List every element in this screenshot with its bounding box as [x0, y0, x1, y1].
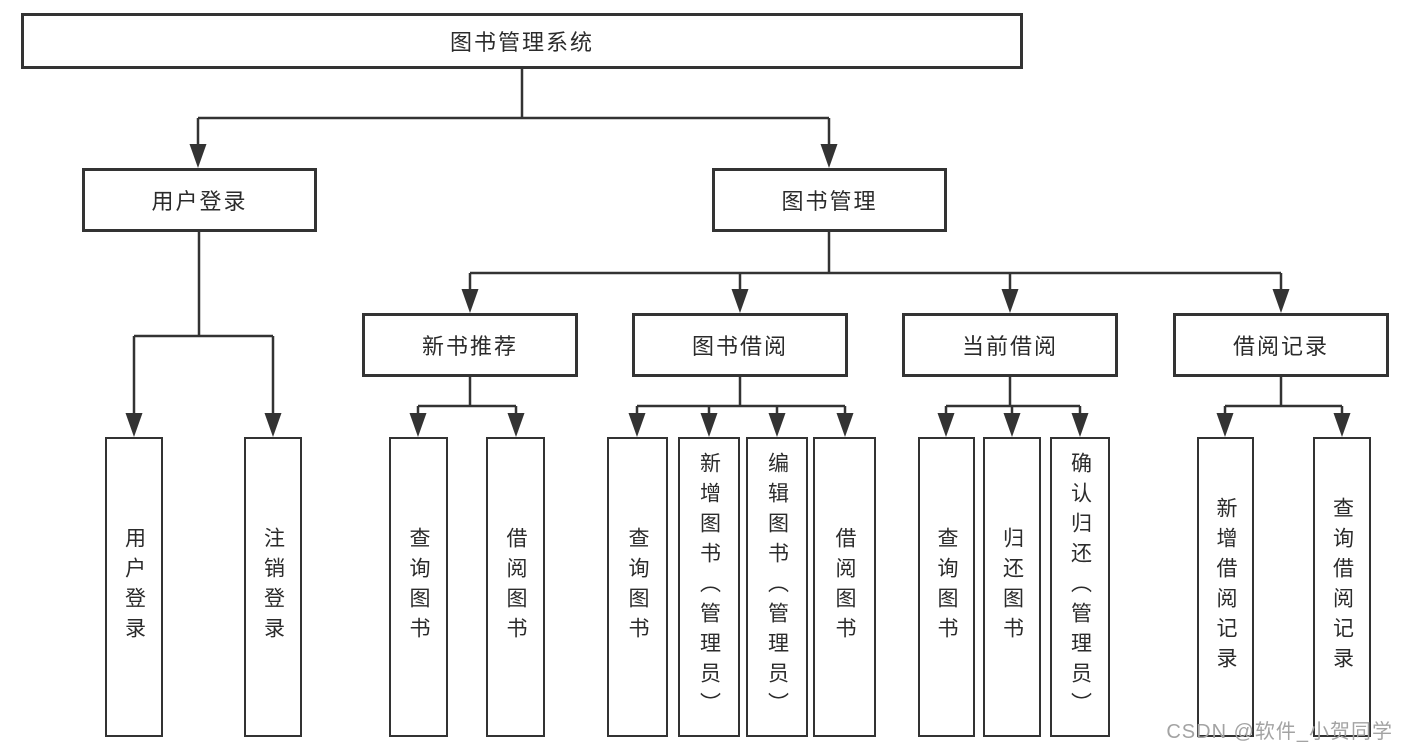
leaf-add-book-admin-label: 新增图书（管理员） — [697, 452, 721, 722]
leaf-query-books-current: 查询图书 — [918, 437, 975, 737]
leaf-confirm-return-admin-label: 确认归还（管理员） — [1068, 452, 1092, 722]
leaf-edit-book-admin: 编辑图书（管理员） — [746, 437, 808, 737]
node-new-book-recommend: 新书推荐 — [362, 313, 578, 377]
leaf-query-books-current-label: 查询图书 — [935, 527, 959, 647]
node-current-borrowing: 当前借阅 — [902, 313, 1118, 377]
leaf-add-borrow-record: 新增借阅记录 — [1197, 437, 1254, 737]
leaf-confirm-return-admin: 确认归还（管理员） — [1050, 437, 1110, 737]
leaf-borrow-books-recommend: 借阅图书 — [486, 437, 545, 737]
node-user-login: 用户登录 — [82, 168, 317, 232]
watermark: CSDN @软件_小贺同学 — [1166, 721, 1393, 743]
leaf-borrow-books-borrowing: 借阅图书 — [813, 437, 876, 737]
node-book-borrowing: 图书借阅 — [632, 313, 848, 377]
leaf-edit-book-admin-label: 编辑图书（管理员） — [765, 452, 789, 722]
leaf-logout: 注销登录 — [244, 437, 302, 737]
leaf-query-borrow-record: 查询借阅记录 — [1313, 437, 1371, 737]
node-root: 图书管理系统 — [21, 13, 1023, 69]
leaf-borrow-books-borrowing-label: 借阅图书 — [833, 527, 857, 647]
node-book-management: 图书管理 — [712, 168, 947, 232]
leaf-query-books-recommend: 查询图书 — [389, 437, 448, 737]
leaf-query-books-borrowing-label: 查询图书 — [626, 527, 650, 647]
leaf-query-borrow-record-label: 查询借阅记录 — [1330, 497, 1354, 677]
leaf-query-books-borrowing: 查询图书 — [607, 437, 668, 737]
leaf-user-login: 用户登录 — [105, 437, 163, 737]
leaf-return-books-label: 归还图书 — [1000, 527, 1024, 647]
leaf-add-book-admin: 新增图书（管理员） — [678, 437, 740, 737]
leaf-query-books-recommend-label: 查询图书 — [407, 527, 431, 647]
leaf-user-login-label: 用户登录 — [122, 527, 146, 647]
leaf-logout-label: 注销登录 — [261, 527, 285, 647]
arrowheads — [125, 144, 1351, 437]
leaf-borrow-books-recommend-label: 借阅图书 — [504, 527, 528, 647]
node-borrowing-records: 借阅记录 — [1173, 313, 1389, 377]
leaf-return-books: 归还图书 — [983, 437, 1041, 737]
leaf-add-borrow-record-label: 新增借阅记录 — [1214, 497, 1238, 677]
